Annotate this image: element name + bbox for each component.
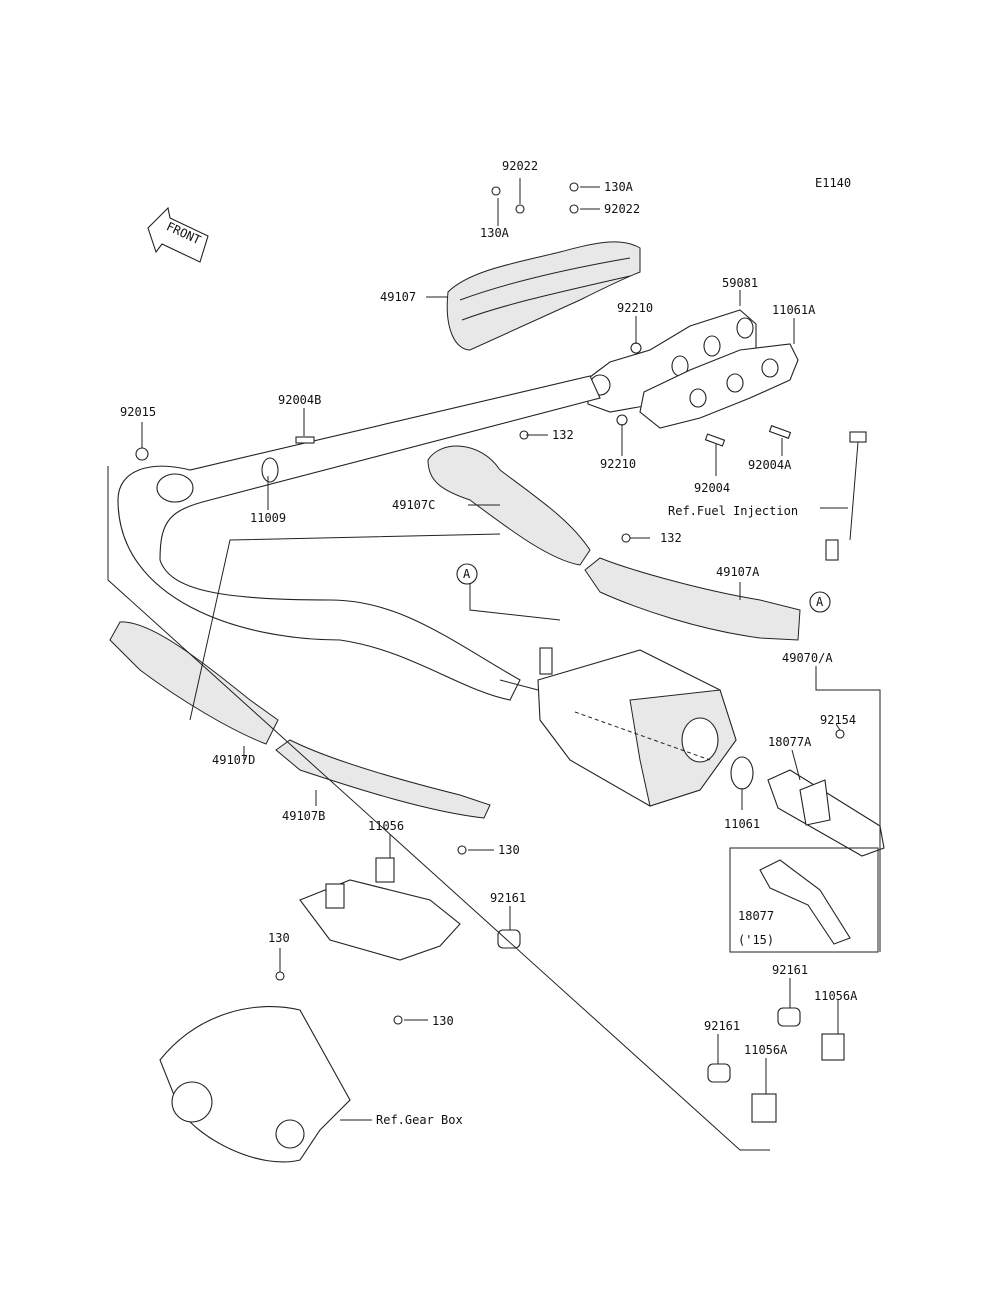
gear-box — [159, 1005, 351, 1163]
label-59081: 59081 — [722, 276, 758, 290]
label-132-top: 132 — [552, 428, 574, 442]
label-49107D: 49107D — [212, 753, 255, 767]
label-18077A: 18077A — [768, 735, 812, 749]
part-labels: 92022 130A 130A 92022 49107 59081 92210 … — [120, 159, 858, 1127]
callout-a-right: A — [809, 591, 831, 613]
oxygen-sensor — [825, 431, 867, 561]
label-92022-right: 92022 — [604, 202, 640, 216]
label-11009: 11009 — [250, 511, 286, 525]
front-arrow-icon: FRONT — [147, 206, 209, 263]
label-92210-top: 92210 — [617, 301, 653, 315]
inset-box-15 — [729, 847, 879, 953]
label-49107C: 49107C — [392, 498, 435, 512]
bracket-11056 — [299, 857, 461, 961]
label-49070A: 49070/A — [782, 651, 833, 665]
label-92161-bottom: 92161 — [704, 1019, 740, 1033]
label-92154: 92154 — [820, 713, 856, 727]
gasket-11061-icon — [730, 756, 754, 790]
bushing-92161-mid-icon — [497, 929, 521, 949]
bushing-92161-right-icon — [777, 1007, 801, 1027]
label-49107B: 49107B — [282, 809, 325, 823]
label-ref-fuel-injection: Ref.Fuel Injection — [668, 504, 798, 518]
leader-lines — [107, 178, 881, 1151]
heat-shield-49107A — [584, 557, 801, 641]
callout-a-top: A — [456, 563, 478, 585]
callout-a-right-label: A — [816, 595, 824, 609]
bolts — [135, 182, 845, 1025]
label-92210-bottom: 92210 — [600, 457, 636, 471]
label-11061: 11061 — [724, 817, 760, 831]
heat-shield-49107B — [275, 739, 491, 819]
label-18077: 18077 — [738, 909, 774, 923]
label-130A-top: 130A — [604, 180, 634, 194]
heat-shield-49107 — [446, 241, 641, 351]
exhaust-flange-59081 — [585, 309, 757, 413]
heat-shield-49107C — [427, 445, 591, 566]
label-132-mid: 132 — [660, 531, 682, 545]
label-15: ('15) — [738, 933, 774, 947]
label-92161-right: 92161 — [772, 963, 808, 977]
label-49107: 49107 — [380, 290, 416, 304]
label-49107A: 49107A — [716, 565, 760, 579]
label-92161-mid: 92161 — [490, 891, 526, 905]
label-11061A: 11061A — [772, 303, 816, 317]
label-130-mid: 130 — [498, 843, 520, 857]
label-92004A: 92004A — [748, 458, 792, 472]
bracket-11056A-bottom-icon — [751, 1093, 777, 1123]
tail-pipe-18077A — [767, 769, 885, 857]
bracket-11056A-right-icon — [821, 1033, 845, 1061]
label-11056A-bottom: 11056A — [744, 1043, 788, 1057]
heat-shield-49107D — [109, 621, 279, 745]
exhaust-pipe — [117, 375, 601, 701]
label-92015: 92015 — [120, 405, 156, 419]
callout-a-top-label: A — [463, 567, 471, 581]
label-92022-top: 92022 — [502, 159, 538, 173]
label-130A-left: 130A — [480, 226, 510, 240]
muffler-49070A — [499, 647, 737, 807]
label-92004: 92004 — [694, 481, 730, 495]
label-92004B: 92004B — [278, 393, 321, 407]
label-11056A-right: 11056A — [814, 989, 858, 1003]
bushing-92161-bottom-icon — [707, 1063, 731, 1083]
label-ref-gear-box: Ref.Gear Box — [376, 1113, 463, 1127]
tail-pipe-18077 — [759, 859, 851, 945]
label-11056: 11056 — [368, 819, 404, 833]
gasket-11061A — [639, 343, 799, 429]
label-130-bottom: 130 — [432, 1014, 454, 1028]
label-130-left: 130 — [268, 931, 290, 945]
diagram-code: E1140 — [815, 176, 851, 190]
